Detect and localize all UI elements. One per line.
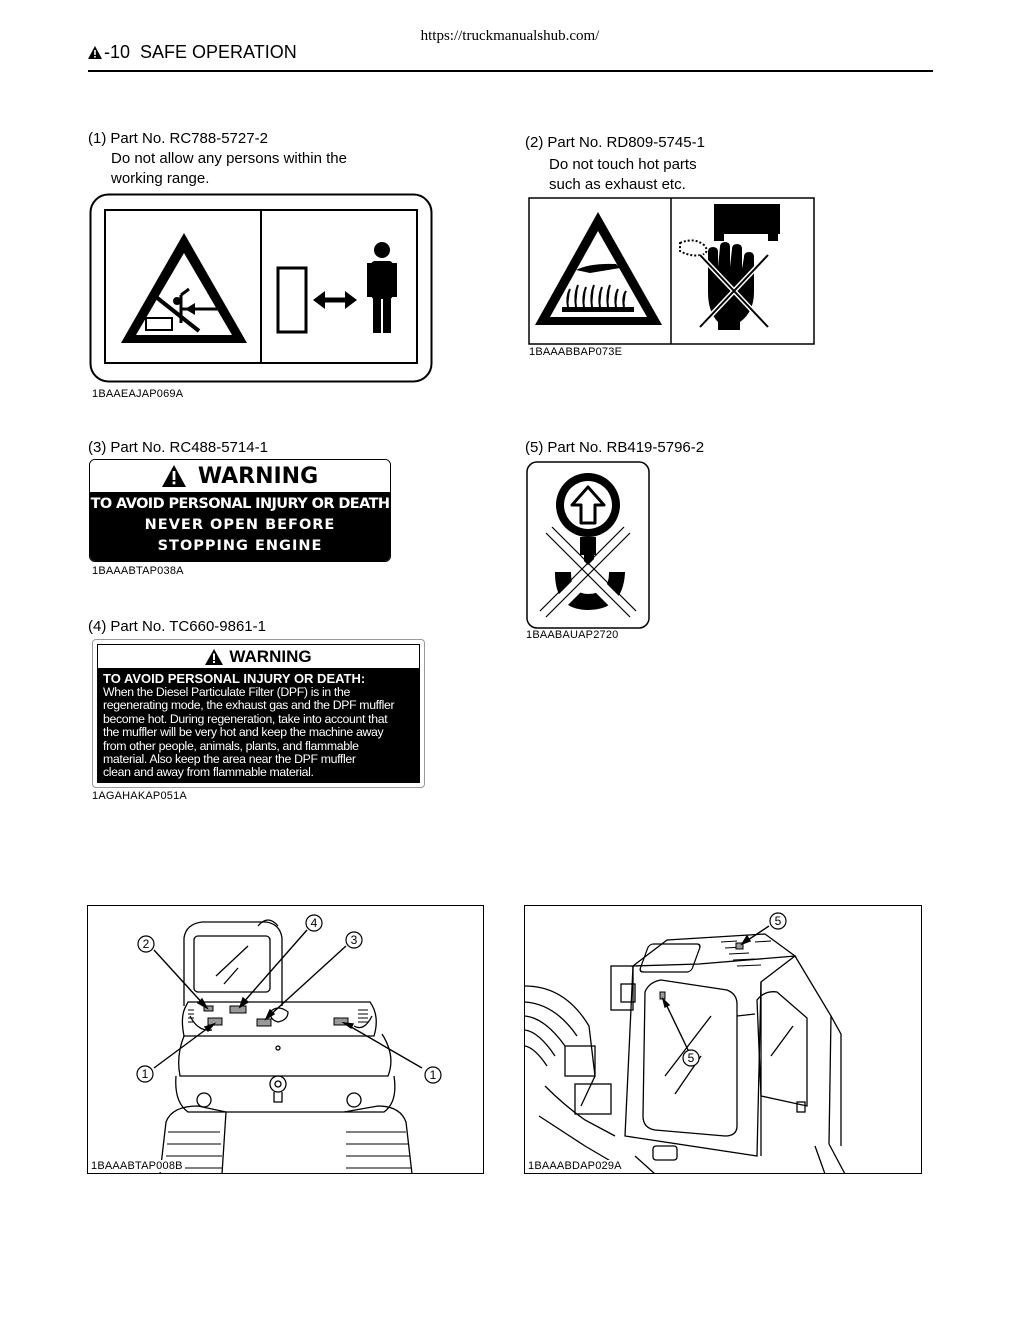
label-4-text-line: When the Diesel Particulate Filter (DPF)…	[103, 685, 350, 699]
label-4-text-line: material. Also keep the area near the DP…	[103, 752, 356, 767]
excavator-cab-illustration: 5 5	[525, 912, 846, 1173]
label-1-decal	[89, 193, 433, 383]
label-3-text-line: STOPPING ENGINE	[157, 538, 323, 554]
label-5-number: (5)	[525, 439, 544, 456]
warning-triangle-icon	[88, 46, 102, 59]
label-5-code: 1BAABAUAP2720	[526, 629, 619, 641]
label-4-text-line: clean and away from flammable material.	[103, 765, 314, 780]
label-3-warning-title: WARNING	[197, 463, 319, 489]
callout-label: 5	[775, 914, 782, 928]
label-3-warning-header: WARNING	[90, 460, 390, 492]
callout-label: 4	[311, 916, 318, 930]
label-2-number: (2)	[525, 134, 544, 151]
label-4-text-line: regenerating mode, the exhaust gas and t…	[103, 698, 395, 713]
cab-view-figure: 5 5 1BAAABDAP029A	[524, 905, 922, 1174]
callout-label: 5	[688, 1051, 695, 1065]
label-1-number: (1)	[88, 130, 107, 147]
label-5-decal	[526, 461, 650, 629]
label-4-code: 1AGAHAKAP051A	[92, 790, 187, 802]
page-number: -10	[104, 42, 131, 62]
label-1-code: 1BAAEAJAP069A	[92, 388, 184, 400]
keep-away-icon	[276, 242, 397, 334]
label-4-warning-title: WARNING	[229, 646, 312, 666]
label-4-caption: (4)Part No. TC660-9861-1	[88, 617, 266, 637]
label-3-code: 1BAAABTAP038A	[92, 565, 184, 577]
warning-triangle-icon	[161, 465, 186, 487]
warning-triangle-icon	[205, 648, 224, 665]
label-2-part-no: Part No. RD809-5745-1	[547, 134, 705, 151]
label-3-text-line: NEVER OPEN BEFORE	[144, 517, 336, 533]
crush-hazard-icon	[121, 233, 247, 343]
label-3-warning-body: TO AVOID PERSONAL INJURY OR DEATH NEVER …	[90, 492, 390, 561]
label-1-part-no: Part No. RC788-5727-2	[110, 130, 268, 147]
label-3-text-line: TO AVOID PERSONAL INJURY OR DEATH	[90, 496, 390, 512]
label-2-caption: (2)Part No. RD809-5745-1	[525, 133, 705, 153]
label-4-part-no: Part No. TC660-9861-1	[110, 618, 266, 635]
label-2-desc-line: Do not touch hot parts	[549, 156, 697, 173]
label-2-description: Do not touch hot parts such as exhaust e…	[549, 155, 697, 195]
label-4-text-line: the muffler will be very hot and keep th…	[103, 725, 384, 740]
callout-label: 2	[143, 937, 150, 951]
rear-view-figure: 2 4 3 1 1 1BAAABTAP008B	[87, 905, 484, 1174]
source-url: https://truckmanualshub.com/	[420, 28, 600, 44]
label-1-desc-line: Do not allow any persons within the	[111, 150, 347, 167]
label-2-desc-line: such as exhaust etc.	[549, 176, 686, 193]
no-touch-hand-icon	[679, 204, 780, 330]
callout-circles	[136, 914, 442, 1084]
label-1-description: Do not allow any persons within the work…	[111, 149, 347, 189]
label-1-desc-line: working range.	[111, 170, 210, 187]
label-4-warning-header: WARNING	[97, 644, 420, 668]
label-3-caption: (3)Part No. RC488-5714-1	[88, 438, 268, 458]
label-5-part-no: Part No. RB419-5796-2	[547, 439, 705, 456]
label-2-code: 1BAAABBAP073E	[529, 346, 623, 358]
label-4-decal: WARNING TO AVOID PERSONAL INJURY OR DEAT…	[92, 639, 425, 788]
label-3-decal: WARNING TO AVOID PERSONAL INJURY OR DEAT…	[89, 459, 391, 562]
label-4-text-line: from other people, animals, plants, and …	[103, 738, 359, 753]
cab-view-code: 1BAAABDAP029A	[528, 1160, 624, 1172]
callout-label: 1	[430, 1068, 437, 1082]
label-4-heading: TO AVOID PERSONAL INJURY OR DEATH:	[103, 671, 366, 686]
hot-surface-hazard-icon	[535, 212, 662, 325]
label-4-warning-body: TO AVOID PERSONAL INJURY OR DEATH: When …	[97, 668, 420, 783]
no-lifting-hook-icon	[539, 473, 637, 622]
rear-view-code: 1BAAABTAP008B	[91, 1160, 185, 1172]
section-title: SAFE OPERATION	[140, 42, 297, 62]
callout-label: 1	[142, 1067, 149, 1081]
label-3-number: (3)	[88, 439, 107, 456]
label-4-number: (4)	[88, 618, 107, 635]
label-2-decal	[528, 197, 815, 345]
header-rule	[88, 70, 933, 72]
page-header: -10 SAFE OPERATION	[88, 42, 297, 63]
label-5-caption: (5)Part No. RB419-5796-2	[525, 438, 704, 458]
label-4-text-line: become hot. During regeneration, take in…	[103, 711, 388, 726]
excavator-rear-illustration: 2 4 3 1 1	[136, 914, 442, 1173]
label-1-caption: (1)Part No. RC788-5727-2	[88, 129, 268, 149]
label-3-part-no: Part No. RC488-5714-1	[110, 439, 268, 456]
callout-label: 3	[351, 933, 358, 947]
decal-markers	[203, 1005, 349, 1027]
